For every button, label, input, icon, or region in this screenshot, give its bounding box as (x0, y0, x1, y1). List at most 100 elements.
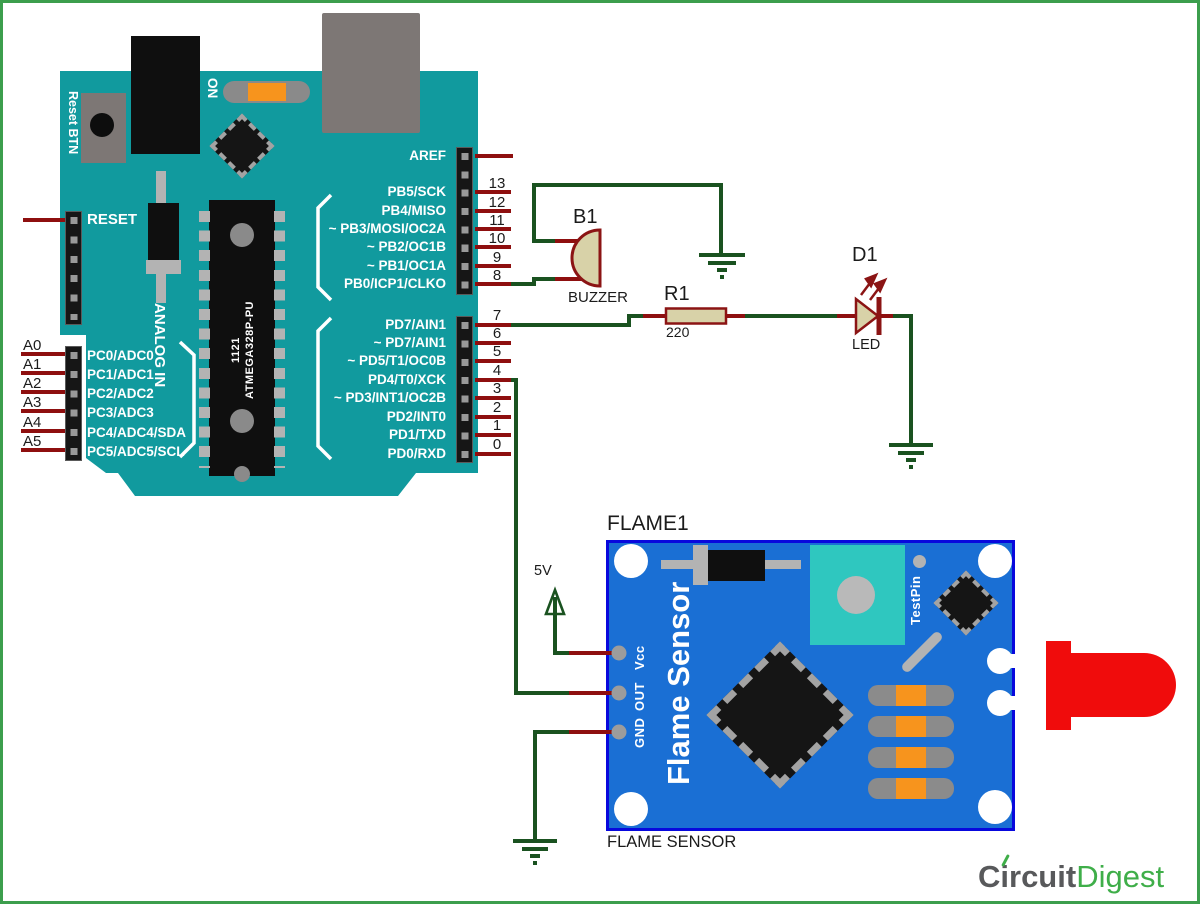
pin-number: 8 (492, 267, 502, 284)
digital-pin-label: ~ PB3/MOSI/OC2A (328, 221, 446, 236)
flame-caption: FLAME SENSOR (607, 833, 737, 851)
wire-5v-vcc (553, 597, 569, 655)
analog-port-label: PC2/ADC2 (87, 386, 154, 401)
analog-pin-name: A1 (23, 356, 42, 373)
analog-pin-name: A3 (23, 394, 42, 411)
digital-pin-label: PD7/AIN1 (385, 317, 446, 332)
pin-number: 5 (492, 343, 502, 360)
power-jack (131, 36, 200, 154)
digital-pin-label: PB0/ICP1/CLKO (343, 276, 446, 291)
mounting-hole (614, 792, 648, 826)
smd-resistor (868, 685, 954, 706)
wire-pin8-buzzer (511, 277, 555, 286)
ground-symbol (699, 253, 745, 279)
analog-pin-name: A2 (23, 375, 42, 392)
ground-symbol (513, 839, 557, 865)
digital-header-bottom (456, 316, 473, 463)
smd-resistor (868, 778, 954, 799)
analog-in-label: ANALOG IN (151, 303, 168, 388)
pin-number: 9 (492, 249, 502, 266)
atmega-marking: 1121 ATMEGA328P-PU (230, 301, 256, 399)
mounting-hole (614, 544, 648, 578)
pin-number: 6 (492, 325, 502, 342)
flame-ref: FLAME1 (607, 512, 689, 535)
digital-pin-label: PD2/INT0 (386, 409, 446, 424)
flame-vcc-label: Vcc (632, 645, 647, 670)
pin-number: 11 (489, 212, 505, 229)
digital-pin-label: PD4/T0/XCK (367, 372, 446, 387)
resistor-value: 220 (666, 324, 690, 340)
supply-arrow (544, 586, 566, 616)
resistor-ref: R1 (664, 283, 690, 305)
wire-led-ground (893, 314, 913, 445)
wire-buzzer-ground (532, 183, 723, 255)
analog-port-label: PC5/ADC5/SCL (87, 444, 185, 459)
circuitdigest-logo: CircuitDigest (978, 860, 1164, 894)
pin-number: 2 (492, 399, 502, 416)
reset-pin-label: RESET (87, 211, 138, 228)
mounting-hole (978, 790, 1012, 824)
pin-number: 7 (492, 307, 502, 324)
buzzer-type: BUZZER (568, 289, 628, 306)
ir-receiver-led (1070, 653, 1176, 717)
smd-resistor (868, 716, 954, 737)
digital-pin-label: ~ PD3/INT1/OC2B (333, 390, 446, 405)
pin-number: 13 (488, 175, 506, 192)
led-ref: D1 (852, 244, 878, 266)
digital-pin-label: PB5/SCK (387, 184, 446, 199)
analog-port-label: PC3/ADC3 (87, 405, 154, 420)
digital-pin-label: ~ PD5/T1/OC0B (347, 353, 446, 368)
flame-board-title: Flame Sensor (661, 581, 696, 785)
atmega-chip (199, 200, 285, 482)
capacitor-band (146, 260, 181, 274)
ir-led-pad (987, 648, 1013, 674)
potentiometer-knob (837, 576, 875, 614)
wire-gnd-ground (533, 730, 569, 841)
buzzer-symbol (570, 228, 602, 288)
power-header (65, 211, 82, 325)
analog-pin-name: A4 (23, 414, 42, 431)
digital-pin-label: PB4/MISO (381, 203, 446, 218)
pin-number: 10 (488, 230, 506, 247)
smd-resistor (868, 747, 954, 768)
analog-pin-name: A0 (23, 337, 42, 354)
digital-pin-label: PD1/TXD (388, 427, 446, 442)
ir-receiver-led-flange (1046, 641, 1071, 730)
analog-port-label: PC1/ADC1 (87, 367, 154, 382)
on-label: ON (205, 78, 220, 99)
supply-label: 5V (534, 563, 552, 579)
analog-header (65, 346, 82, 461)
digital-pin-label: PD0/RXD (387, 446, 446, 461)
pin-number: 12 (488, 194, 506, 211)
aref-label: AREF (409, 148, 446, 163)
pin-number: 3 (492, 380, 502, 397)
analog-port-label: PC0/ADC0 (87, 348, 154, 363)
pin-number: 4 (492, 362, 502, 379)
led-arrows (860, 272, 888, 301)
ir-led-pad (987, 690, 1013, 716)
test-pin-label: TestPin (908, 575, 923, 626)
usb-connector (322, 13, 420, 133)
test-pin-pad (913, 555, 926, 568)
pin-number: 1 (492, 417, 502, 434)
capacitor-body (148, 203, 179, 261)
mounting-hole (978, 544, 1012, 578)
pin-number: 0 (492, 436, 502, 453)
analog-port-label: PC4/ADC4/SDA (87, 425, 187, 440)
logo-part2: Digest (1076, 859, 1165, 894)
resistor-symbol (664, 307, 728, 325)
analog-pin-name: A5 (23, 433, 42, 450)
ground-symbol (889, 443, 933, 469)
digital-header-top (456, 147, 473, 295)
diode-band (693, 545, 708, 585)
led-type: LED (852, 337, 881, 353)
led-symbol (854, 296, 881, 336)
diode-body (708, 550, 765, 581)
wire-pin7-resistor (511, 314, 643, 327)
digital-pin-label: ~ PB1/OC1A (366, 258, 446, 273)
reset-btn-label: Reset BTN (66, 91, 80, 155)
flame-gnd-label: GND (632, 717, 647, 748)
reset-button-cap (90, 113, 114, 137)
digital-pin-label: ~ PD7/AIN1 (373, 335, 446, 350)
